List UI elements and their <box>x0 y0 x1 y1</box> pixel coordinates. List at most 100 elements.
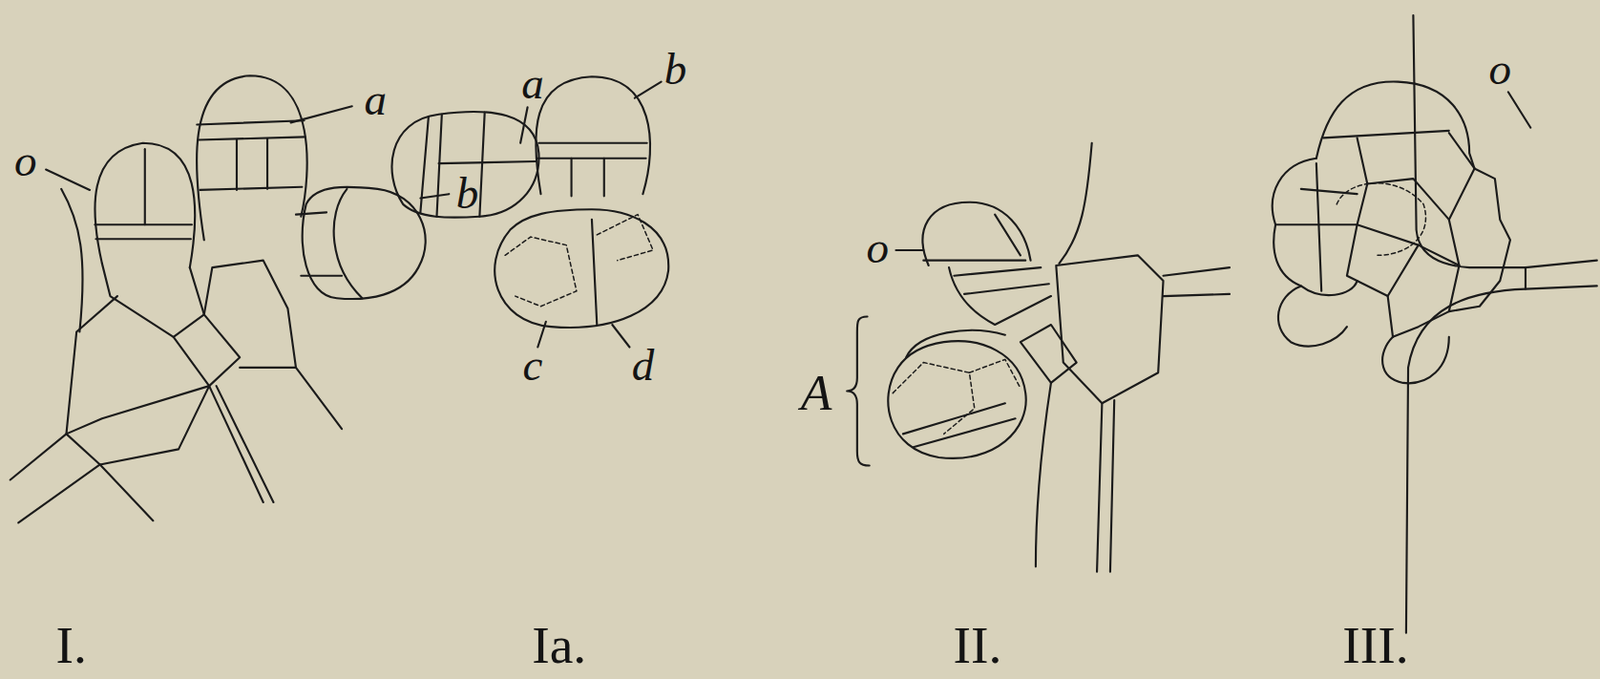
stalk-cell <box>173 314 240 386</box>
cell-wall <box>196 120 304 125</box>
cell-wall <box>334 189 363 298</box>
leader-line <box>611 324 630 348</box>
filament <box>216 385 274 503</box>
cell-wall <box>95 237 190 240</box>
figure-one-a <box>391 76 669 347</box>
cell-wall <box>1316 163 1322 292</box>
figure-label: a <box>521 61 545 106</box>
cell-wall <box>591 219 597 325</box>
filament <box>209 385 264 503</box>
cell-wall <box>953 267 1041 276</box>
cell-wall <box>1301 189 1358 194</box>
cell-wall <box>200 187 303 190</box>
cell-wall <box>420 116 429 212</box>
filament <box>1163 267 1230 276</box>
leader-line <box>420 193 449 198</box>
figure-number: II. <box>953 618 1003 673</box>
cell-wall <box>300 274 342 277</box>
cell-wall <box>1323 130 1449 138</box>
filament <box>61 189 83 333</box>
hidden-wall <box>1336 183 1426 256</box>
cell-wall <box>295 211 327 214</box>
figure-label: o <box>14 138 38 184</box>
cell-outline <box>1316 82 1475 169</box>
cell-wall <box>479 112 485 217</box>
cell-outline <box>94 143 195 268</box>
stalk-cell <box>1392 132 1475 337</box>
filament <box>1110 400 1115 572</box>
figure-two <box>846 143 1230 572</box>
figure-label: b <box>456 171 480 217</box>
cell-wall <box>144 148 147 225</box>
figure-label: a <box>364 77 388 123</box>
stalk-cell <box>65 385 210 464</box>
figure-label: A <box>800 367 833 419</box>
cell-wall <box>436 114 442 217</box>
cell-wall <box>197 136 305 140</box>
cell-wall <box>1275 223 1358 226</box>
filament <box>1524 267 1527 289</box>
leader-line <box>520 106 527 143</box>
bracket <box>846 315 870 465</box>
filament <box>1096 402 1102 571</box>
cell-wall <box>538 142 647 145</box>
hidden-wall <box>596 214 653 261</box>
leader-line <box>895 249 924 252</box>
figure-one <box>10 75 450 523</box>
cell-wall <box>923 259 1026 262</box>
cell-wall <box>235 140 238 190</box>
leader-line <box>1508 91 1532 127</box>
filament <box>1035 382 1052 567</box>
stalk-cell <box>189 267 205 315</box>
figure-number: Ia. <box>531 618 587 673</box>
figure-label: o <box>1488 46 1512 92</box>
cell-wall <box>603 158 606 197</box>
stalk-cell <box>1347 224 1419 296</box>
cell-wall <box>913 418 1016 447</box>
filament <box>1163 294 1230 296</box>
stalk-cell <box>1357 183 1460 266</box>
cell-outline <box>1272 158 1358 295</box>
leader-line <box>45 169 90 190</box>
stalk-cell <box>204 260 296 368</box>
cell-wall <box>537 157 646 160</box>
figure-label: d <box>631 342 655 388</box>
filament <box>100 463 154 521</box>
cell-outline <box>391 111 539 218</box>
filament <box>18 463 101 523</box>
cell-wall <box>964 283 1050 295</box>
stalk-cell <box>1055 254 1163 403</box>
figure-three <box>1272 15 1598 633</box>
stalk-cell <box>65 295 210 434</box>
stalk-cell <box>1020 324 1077 383</box>
stalk-cell <box>1357 137 1450 220</box>
figure-number: I. <box>56 618 87 673</box>
cell-outline <box>302 187 426 299</box>
cell-wall <box>903 402 1006 434</box>
figure-label: c <box>523 342 544 388</box>
cell-wall <box>994 214 1021 256</box>
hidden-wall <box>505 236 577 307</box>
cell-outline <box>535 76 651 194</box>
cell-wall <box>94 223 192 226</box>
cell-wall <box>570 158 573 197</box>
filament <box>1406 285 1598 632</box>
leader-line <box>291 105 353 123</box>
cell-outline <box>905 330 1006 358</box>
cell-wall <box>266 138 269 189</box>
figure-label: o <box>865 225 889 271</box>
stalk-cell <box>1388 295 1393 337</box>
filament <box>10 433 67 480</box>
cell-outline <box>923 202 1032 266</box>
cell-outline <box>494 209 669 328</box>
figure-label: b <box>664 46 688 92</box>
cell-wall <box>439 161 537 164</box>
leader-line <box>634 82 662 99</box>
cell-outline <box>1278 285 1348 346</box>
filament <box>295 367 342 429</box>
hidden-wall <box>968 358 1020 388</box>
figure-number: III. <box>1342 618 1409 673</box>
cell-outline <box>887 340 1026 459</box>
